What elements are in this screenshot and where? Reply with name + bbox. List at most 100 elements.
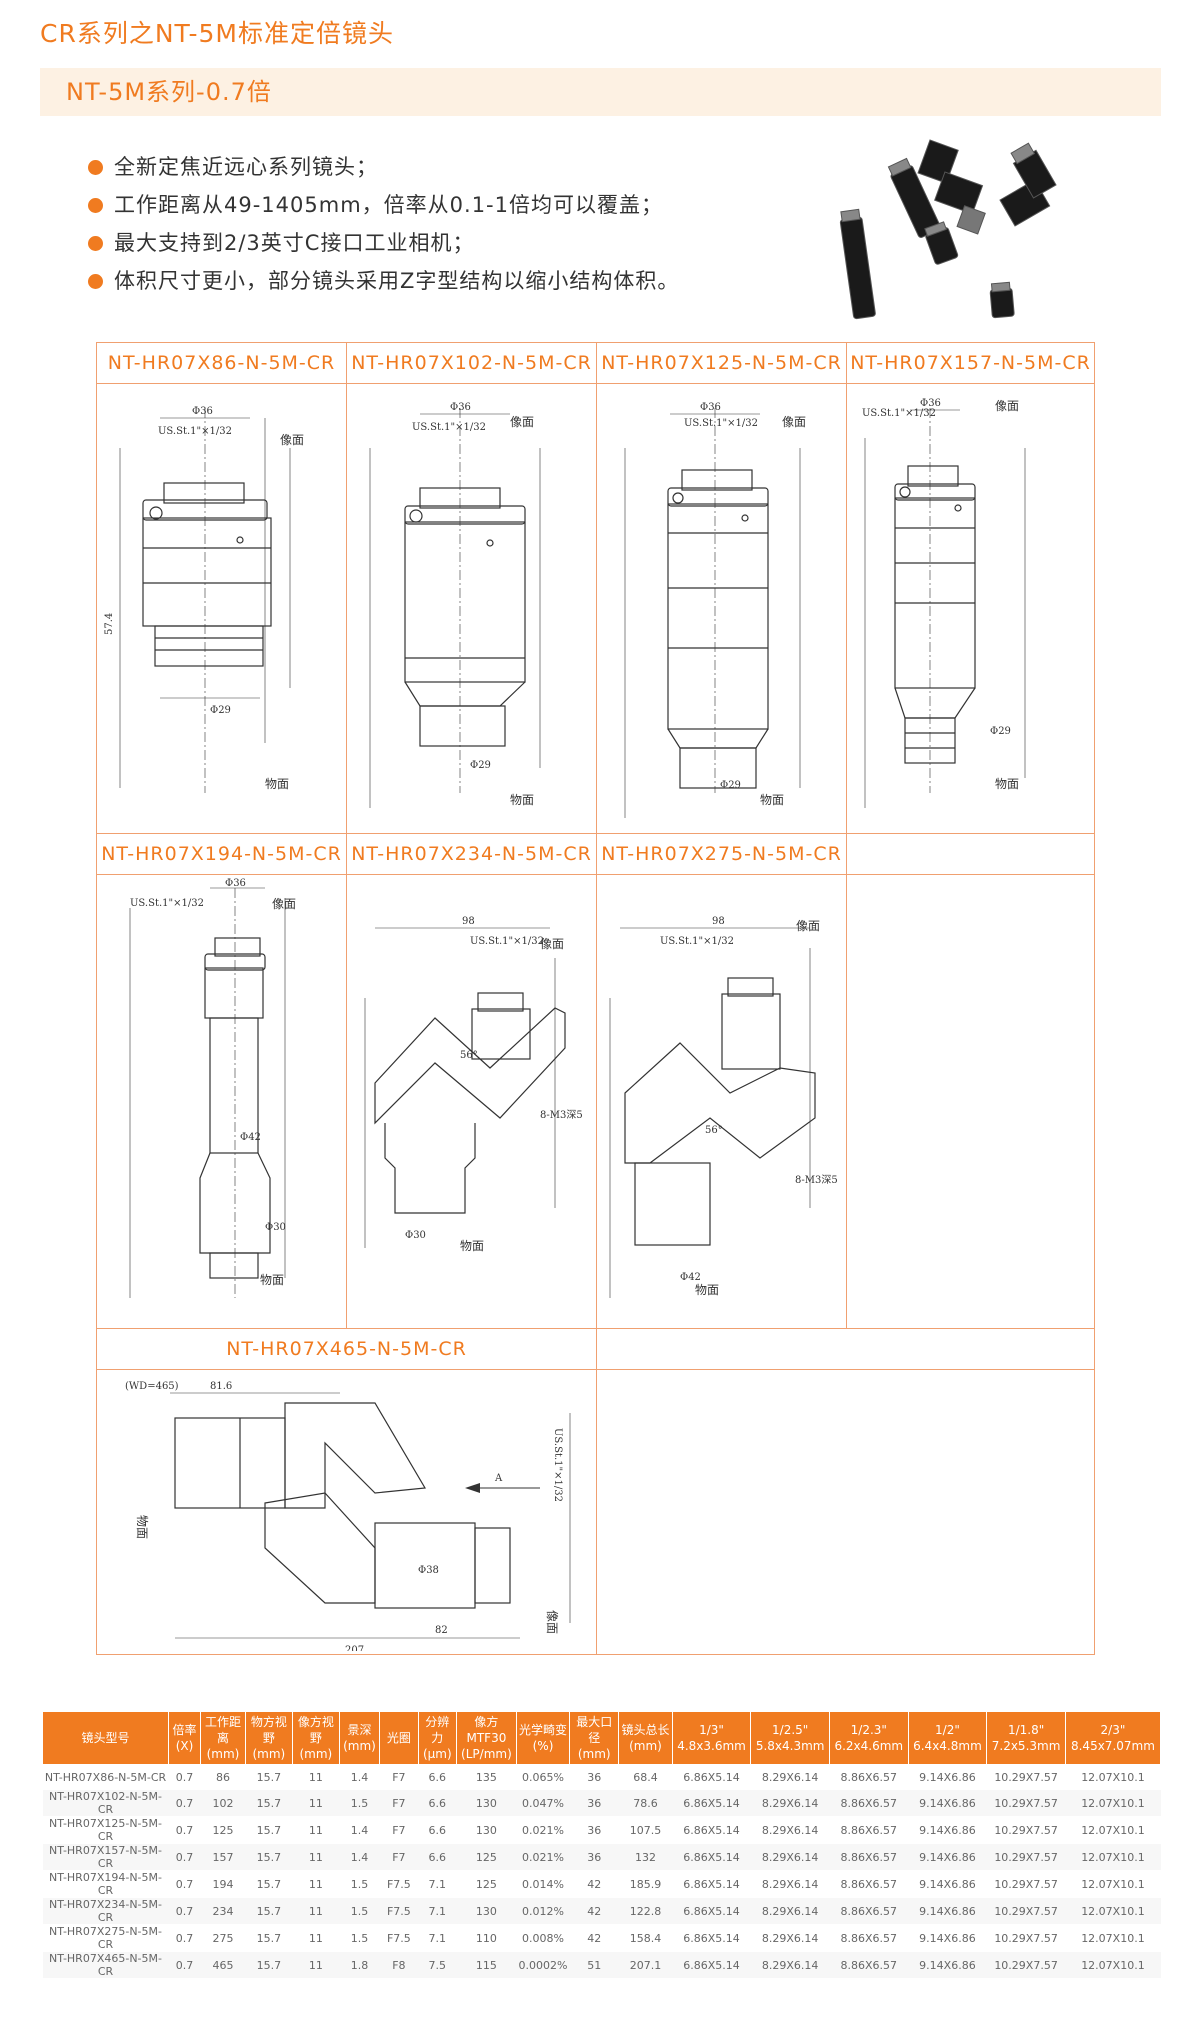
table-cell: 8.29X6.14 (750, 1789, 830, 1817)
dim-label: 56° (705, 1125, 723, 1136)
table-cell: 9.14X6.86 (908, 1870, 987, 1898)
series-subtitle: NT-5M系列-0.7倍 (40, 68, 1161, 116)
dim-label: US.St.1"×1/32 (862, 408, 936, 419)
dim-label: Φ42 (240, 1132, 261, 1143)
table-cell: 12.07X10.1 (1065, 1789, 1161, 1817)
table-cell: 6.86X5.14 (672, 1924, 751, 1952)
table-cell: F7.5 (379, 1870, 419, 1898)
table-cell: 9.14X6.86 (908, 1789, 987, 1817)
dim-label: 98 (462, 916, 475, 927)
table-cell: 0.7 (168, 1951, 201, 1979)
table-cell: NT-HR07X194-N-5M-CR (42, 1870, 169, 1898)
object-plane-label: 物面 (995, 777, 1019, 791)
table-cell: 36 (569, 1764, 619, 1790)
table-header-cell: 分辨力(μm) (417, 1711, 458, 1765)
model-label: NT-HR07X194-N-5M-CR (101, 843, 342, 865)
table-cell: 1.5 (339, 1924, 380, 1952)
table-cell: 122.8 (618, 1897, 673, 1925)
table-cell: 11 (292, 1924, 340, 1952)
table-cell: 15.7 (245, 1870, 293, 1898)
table-header-cell: 1/1.8"7.2x5.3mm (986, 1711, 1066, 1765)
table-cell: 15.7 (245, 1951, 293, 1979)
table-cell: 11 (292, 1816, 340, 1844)
table-header-cell: 物方视野(mm) (244, 1711, 293, 1765)
table-cell: 0.012% (516, 1897, 570, 1925)
model-header-cell (846, 833, 1095, 875)
table-cell: 7.5 (418, 1951, 457, 1979)
model-header-cell: NT-HR07X275-N-5M-CR (596, 833, 847, 875)
table-cell: 6.86X5.14 (672, 1789, 751, 1817)
dim-label: Φ29 (470, 760, 491, 771)
dim-label: 81.6 (210, 1381, 232, 1392)
table-header-cell: 像方MTF30(LP/mm) (456, 1711, 517, 1765)
object-plane-label: 物面 (760, 793, 784, 807)
table-cell: 8.86X6.57 (829, 1764, 909, 1790)
table-cell: 0.7 (168, 1843, 201, 1871)
table-cell: 0.7 (168, 1870, 201, 1898)
table-cell: 11 (292, 1764, 340, 1790)
dim-label: 8-M3深5 (795, 1174, 838, 1186)
table-cell: 78.6 (618, 1789, 673, 1817)
table-cell: 6.6 (418, 1843, 457, 1871)
object-plane-label: 物面 (260, 1273, 284, 1287)
dim-label: 207 (345, 1645, 364, 1651)
feature-item: 工作距离从49-1405mm，倍率从0.1-1倍均可以覆盖； (88, 186, 679, 224)
table-cell: 8.86X6.57 (829, 1951, 909, 1979)
model-label: NT-HR07X465-N-5M-CR (226, 1338, 467, 1360)
table-cell: 7.1 (418, 1870, 457, 1898)
model-label: NT-HR07X157-N-5M-CR (850, 352, 1091, 374)
table-cell: 15.7 (245, 1897, 293, 1925)
image-plane-label: 像面 (540, 937, 564, 951)
table-header-cell: 1/2"6.4x4.8mm (907, 1711, 988, 1765)
table-cell: 6.86X5.14 (672, 1951, 751, 1979)
table-cell: 1.4 (339, 1816, 380, 1844)
table-cell: 135 (456, 1764, 517, 1790)
table-cell: 9.14X6.86 (908, 1951, 987, 1979)
dim-label: Φ30 (405, 1230, 426, 1241)
table-cell: NT-HR07X465-N-5M-CR (42, 1951, 169, 1979)
model-header-cell (596, 1328, 1095, 1370)
model-header-cell: NT-HR07X157-N-5M-CR (846, 342, 1095, 384)
table-cell: 42 (569, 1897, 619, 1925)
table-cell: 10.29X7.57 (986, 1897, 1066, 1925)
image-plane-label: 像面 (510, 415, 534, 429)
table-header-cell: 像方视野(mm) (291, 1711, 340, 1765)
feature-item: 全新定焦近远心系列镜头； (88, 148, 679, 186)
spec-table: 镜头型号倍率(X)工作距离(mm)物方视野(mm)像方视野(mm)景深(mm)光… (42, 1711, 1162, 1979)
table-cell: 8.86X6.57 (829, 1897, 909, 1925)
dim-label: US.St.1"×1/32 (470, 936, 544, 947)
dim-label: 56° (460, 1050, 478, 1061)
model-label: NT-HR07X102-N-5M-CR (351, 352, 592, 374)
table-cell: 6.86X5.14 (672, 1897, 751, 1925)
table-cell: 275 (200, 1924, 246, 1952)
table-cell: 107.5 (618, 1816, 673, 1844)
table-cell: NT-HR07X234-N-5M-CR (42, 1897, 169, 1925)
table-cell: 6.86X5.14 (672, 1816, 751, 1844)
table-cell: 207.1 (618, 1951, 673, 1979)
table-cell: NT-HR07X125-N-5M-CR (42, 1816, 169, 1844)
table-cell: 6.86X5.14 (672, 1870, 751, 1898)
table-cell: 86 (200, 1764, 246, 1790)
model-header-cell: NT-HR07X125-N-5M-CR (596, 342, 847, 384)
table-cell: 0.008% (516, 1924, 570, 1952)
dim-label: Φ42 (680, 1272, 701, 1283)
table-cell: NT-HR07X275-N-5M-CR (42, 1924, 169, 1952)
dim-label: Φ29 (990, 726, 1011, 737)
table-cell: 1.5 (339, 1897, 380, 1925)
table-cell: 0.7 (168, 1897, 201, 1925)
table-cell: 11 (292, 1897, 340, 1925)
table-cell: 11 (292, 1843, 340, 1871)
table-header-cell: 最大口径(mm) (569, 1711, 620, 1765)
table-cell: 8.29X6.14 (750, 1870, 830, 1898)
table-cell: 68.4 (618, 1764, 673, 1790)
table-cell: 9.14X6.86 (908, 1924, 987, 1952)
table-cell: 11 (292, 1789, 340, 1817)
object-plane-label: 物面 (265, 777, 289, 791)
table-cell: 11 (292, 1951, 340, 1979)
table-cell: 12.07X10.1 (1065, 1924, 1161, 1952)
